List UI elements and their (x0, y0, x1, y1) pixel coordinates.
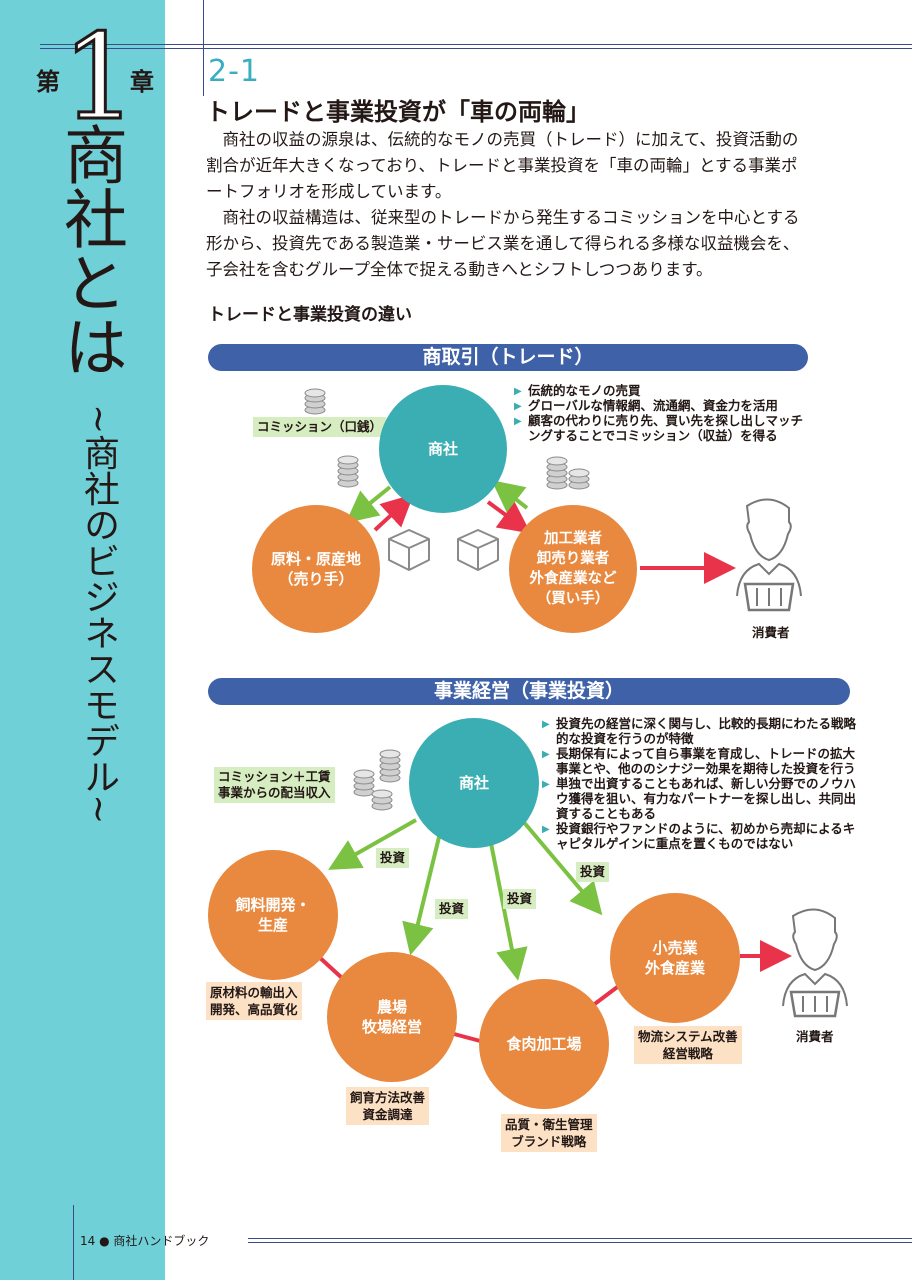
feed-node: 飼料開発・ 生産 (208, 850, 338, 980)
invest-label: 投資 (376, 848, 410, 868)
coins-icon (546, 456, 590, 490)
section-heading: トレードと事業投資が「車の両輪」 (206, 98, 590, 126)
seller-node: 原料・原産地 （売り手） (252, 505, 380, 633)
diagram-subheading: トレードと事業投資の違い (208, 305, 412, 325)
trading-company-node: 商社 (409, 718, 539, 848)
trade-arrow-from-buyer (491, 480, 529, 513)
chapter-number: 1 (60, 8, 138, 146)
trade-arrow-to-buyer (486, 500, 531, 534)
invest-label: 投資 (503, 889, 537, 909)
list-item: ▶伝統的なモノの売買 (514, 383, 641, 398)
trading-company-node: 商社 (379, 385, 507, 513)
commission-label: コミッション（口銭） (253, 417, 387, 437)
trade-banner: 商取引（トレード） (208, 344, 808, 371)
header-rule (40, 44, 912, 49)
invest-arrow-meat (487, 832, 528, 981)
chapter-subtitle: ~商社のビジネスモデル~ (78, 404, 119, 825)
invest-banner: 事業経営（事業投資） (208, 678, 850, 705)
chapter-sidebar (0, 0, 165, 1280)
coins-icon (337, 455, 359, 488)
chapter-suffix: 章 (130, 67, 154, 96)
consumer-icon (736, 498, 802, 612)
trade-bullet-list: ▶伝統的なモノの売買 ▶グローバルな情報網、流通網、資金力を活用 ▶顧客の代わり… (514, 383, 814, 443)
footer-divider (73, 1205, 74, 1280)
bullet-icon: ▶ (542, 779, 550, 790)
farm-note: 飼育方法改善 資金調達 (346, 1087, 430, 1125)
meat-note: 品質・衛生管理 ブランド戦略 (501, 1114, 597, 1152)
consumer-label: 消費者 (752, 625, 790, 640)
buyer-node: 加工業者 卸売り業者 外食産業など （買い手） (509, 505, 637, 633)
list-item: ▶投資先の経営に深く関与し、比較的長期にわたる戦略的な投資を行うのが特徴 (542, 716, 857, 746)
invest-arrow-retail (520, 818, 603, 916)
list-item: ▶グローバルな情報網、流通網、資金力を活用 (514, 398, 778, 413)
feed-note: 原材料の輸出入 開発、高品質化 (206, 982, 302, 1020)
consumer-label: 消費者 (796, 1029, 834, 1044)
footer-rule (248, 1238, 912, 1243)
bullet-icon: ▶ (542, 719, 550, 730)
box-icon (457, 529, 499, 571)
intro-paragraph-2: 商社の収益構造は、従来型のトレードから発生するコミッションを中心とする形から、投… (206, 208, 800, 279)
page-number: 14 (80, 1234, 96, 1248)
invest-label: 投資 (576, 862, 610, 882)
coins-icon (353, 749, 401, 811)
bullet-icon: ▶ (542, 749, 550, 760)
chain-feed-farm (316, 954, 344, 980)
farm-node: 農場 牧場経営 (327, 952, 457, 1082)
meat-processing-node: 食肉加工場 (479, 979, 609, 1109)
invest-label: 投資 (435, 899, 469, 919)
retail-node: 小売業 外食産業 (610, 893, 740, 1023)
coins-icon (304, 388, 326, 415)
trade-arrow-to-seller (345, 485, 392, 524)
chain-meat-retail (590, 983, 622, 1008)
list-item: ▶投資銀行やファンドのように、初めから売却によるキャピタルゲインに重点を置くもの… (542, 821, 856, 851)
income-label: コミッション＋工賃 事業からの配当収入 (214, 767, 335, 803)
invest-bullet-list: ▶投資先の経営に深く関与し、比較的長期にわたる戦略的な投資を行うのが特徴 ▶長期… (542, 716, 857, 851)
section-number: 2-1 (208, 54, 260, 89)
book-title: 商社ハンドブック (113, 1234, 210, 1248)
bullet-icon: ▶ (514, 416, 522, 427)
chapter-title: 商社とは (53, 122, 127, 378)
bullet-icon: ● (95, 1234, 114, 1248)
invest-arrow-farm (402, 832, 442, 956)
list-item: ▶長期保有によって自ら事業を育成し、トレードの拡大事業とや、他ののシナジー効果を… (542, 746, 856, 776)
consumer-icon (782, 908, 848, 1018)
bullet-icon: ▶ (542, 824, 550, 835)
bullet-icon: ▶ (514, 401, 522, 412)
page-footer: 14 ● 商社ハンドブック (80, 1232, 209, 1249)
box-icon (388, 529, 430, 571)
invest-arrow-feed (328, 818, 417, 870)
trade-arrow-from-seller (373, 494, 414, 532)
list-item: ▶単独で出資することもあれば、新しい分野でのノウハウ獲得を狙い、有力なパートナー… (542, 776, 857, 821)
list-item: ▶顧客の代わりに売り先、買い先を探し出しマッチングすることでコミッション（収益）… (514, 413, 804, 443)
chapter-prefix: 第 (36, 67, 60, 96)
retail-note: 物流システム改善 経営戦略 (634, 1026, 742, 1064)
bullet-icon: ▶ (514, 386, 522, 397)
intro-paragraph-1: 商社の収益の源泉は、伝統的なモノの売買（トレード）に加えて、投資活動の割合が近年… (206, 130, 799, 201)
